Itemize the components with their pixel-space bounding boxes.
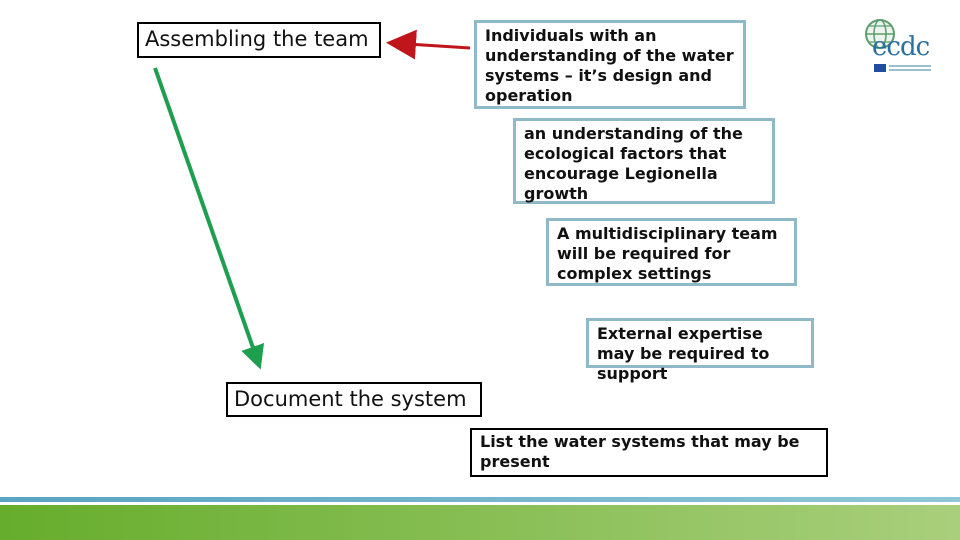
globe-icon bbox=[865, 19, 931, 72]
assembling-team-box: Assembling the team bbox=[137, 22, 381, 58]
note-ecological-factors-text: an understanding of the ecological facto… bbox=[524, 124, 743, 203]
document-system-label: Document the system bbox=[234, 387, 467, 411]
ecdc-logo: ecdc bbox=[858, 10, 936, 76]
list-water-systems-text: List the water systems that may be prese… bbox=[480, 432, 800, 471]
green-arrow bbox=[153, 67, 265, 370]
note-external-expertise: External expertise may be required to su… bbox=[586, 318, 814, 383]
assembling-team-label: Assembling the team bbox=[145, 27, 369, 51]
ecdc-logo-text: ecdc bbox=[872, 32, 930, 62]
document-system-box: Document the system bbox=[226, 382, 482, 417]
note-ecological-factors: an understanding of the ecological facto… bbox=[513, 118, 775, 204]
note-multidisciplinary-team-text: A multidisciplinary team will be require… bbox=[557, 224, 778, 283]
footer-band-thin bbox=[0, 497, 960, 502]
list-water-systems-box: List the water systems that may be prese… bbox=[470, 428, 828, 477]
footer-band-thick bbox=[0, 505, 960, 540]
note-water-systems-text: Individuals with an understanding of the… bbox=[485, 26, 734, 105]
note-multidisciplinary-team: A multidisciplinary team will be require… bbox=[546, 218, 797, 286]
note-water-systems: Individuals with an understanding of the… bbox=[474, 20, 746, 109]
note-external-expertise-text: External expertise may be required to su… bbox=[597, 324, 770, 383]
red-arrow bbox=[386, 29, 471, 60]
